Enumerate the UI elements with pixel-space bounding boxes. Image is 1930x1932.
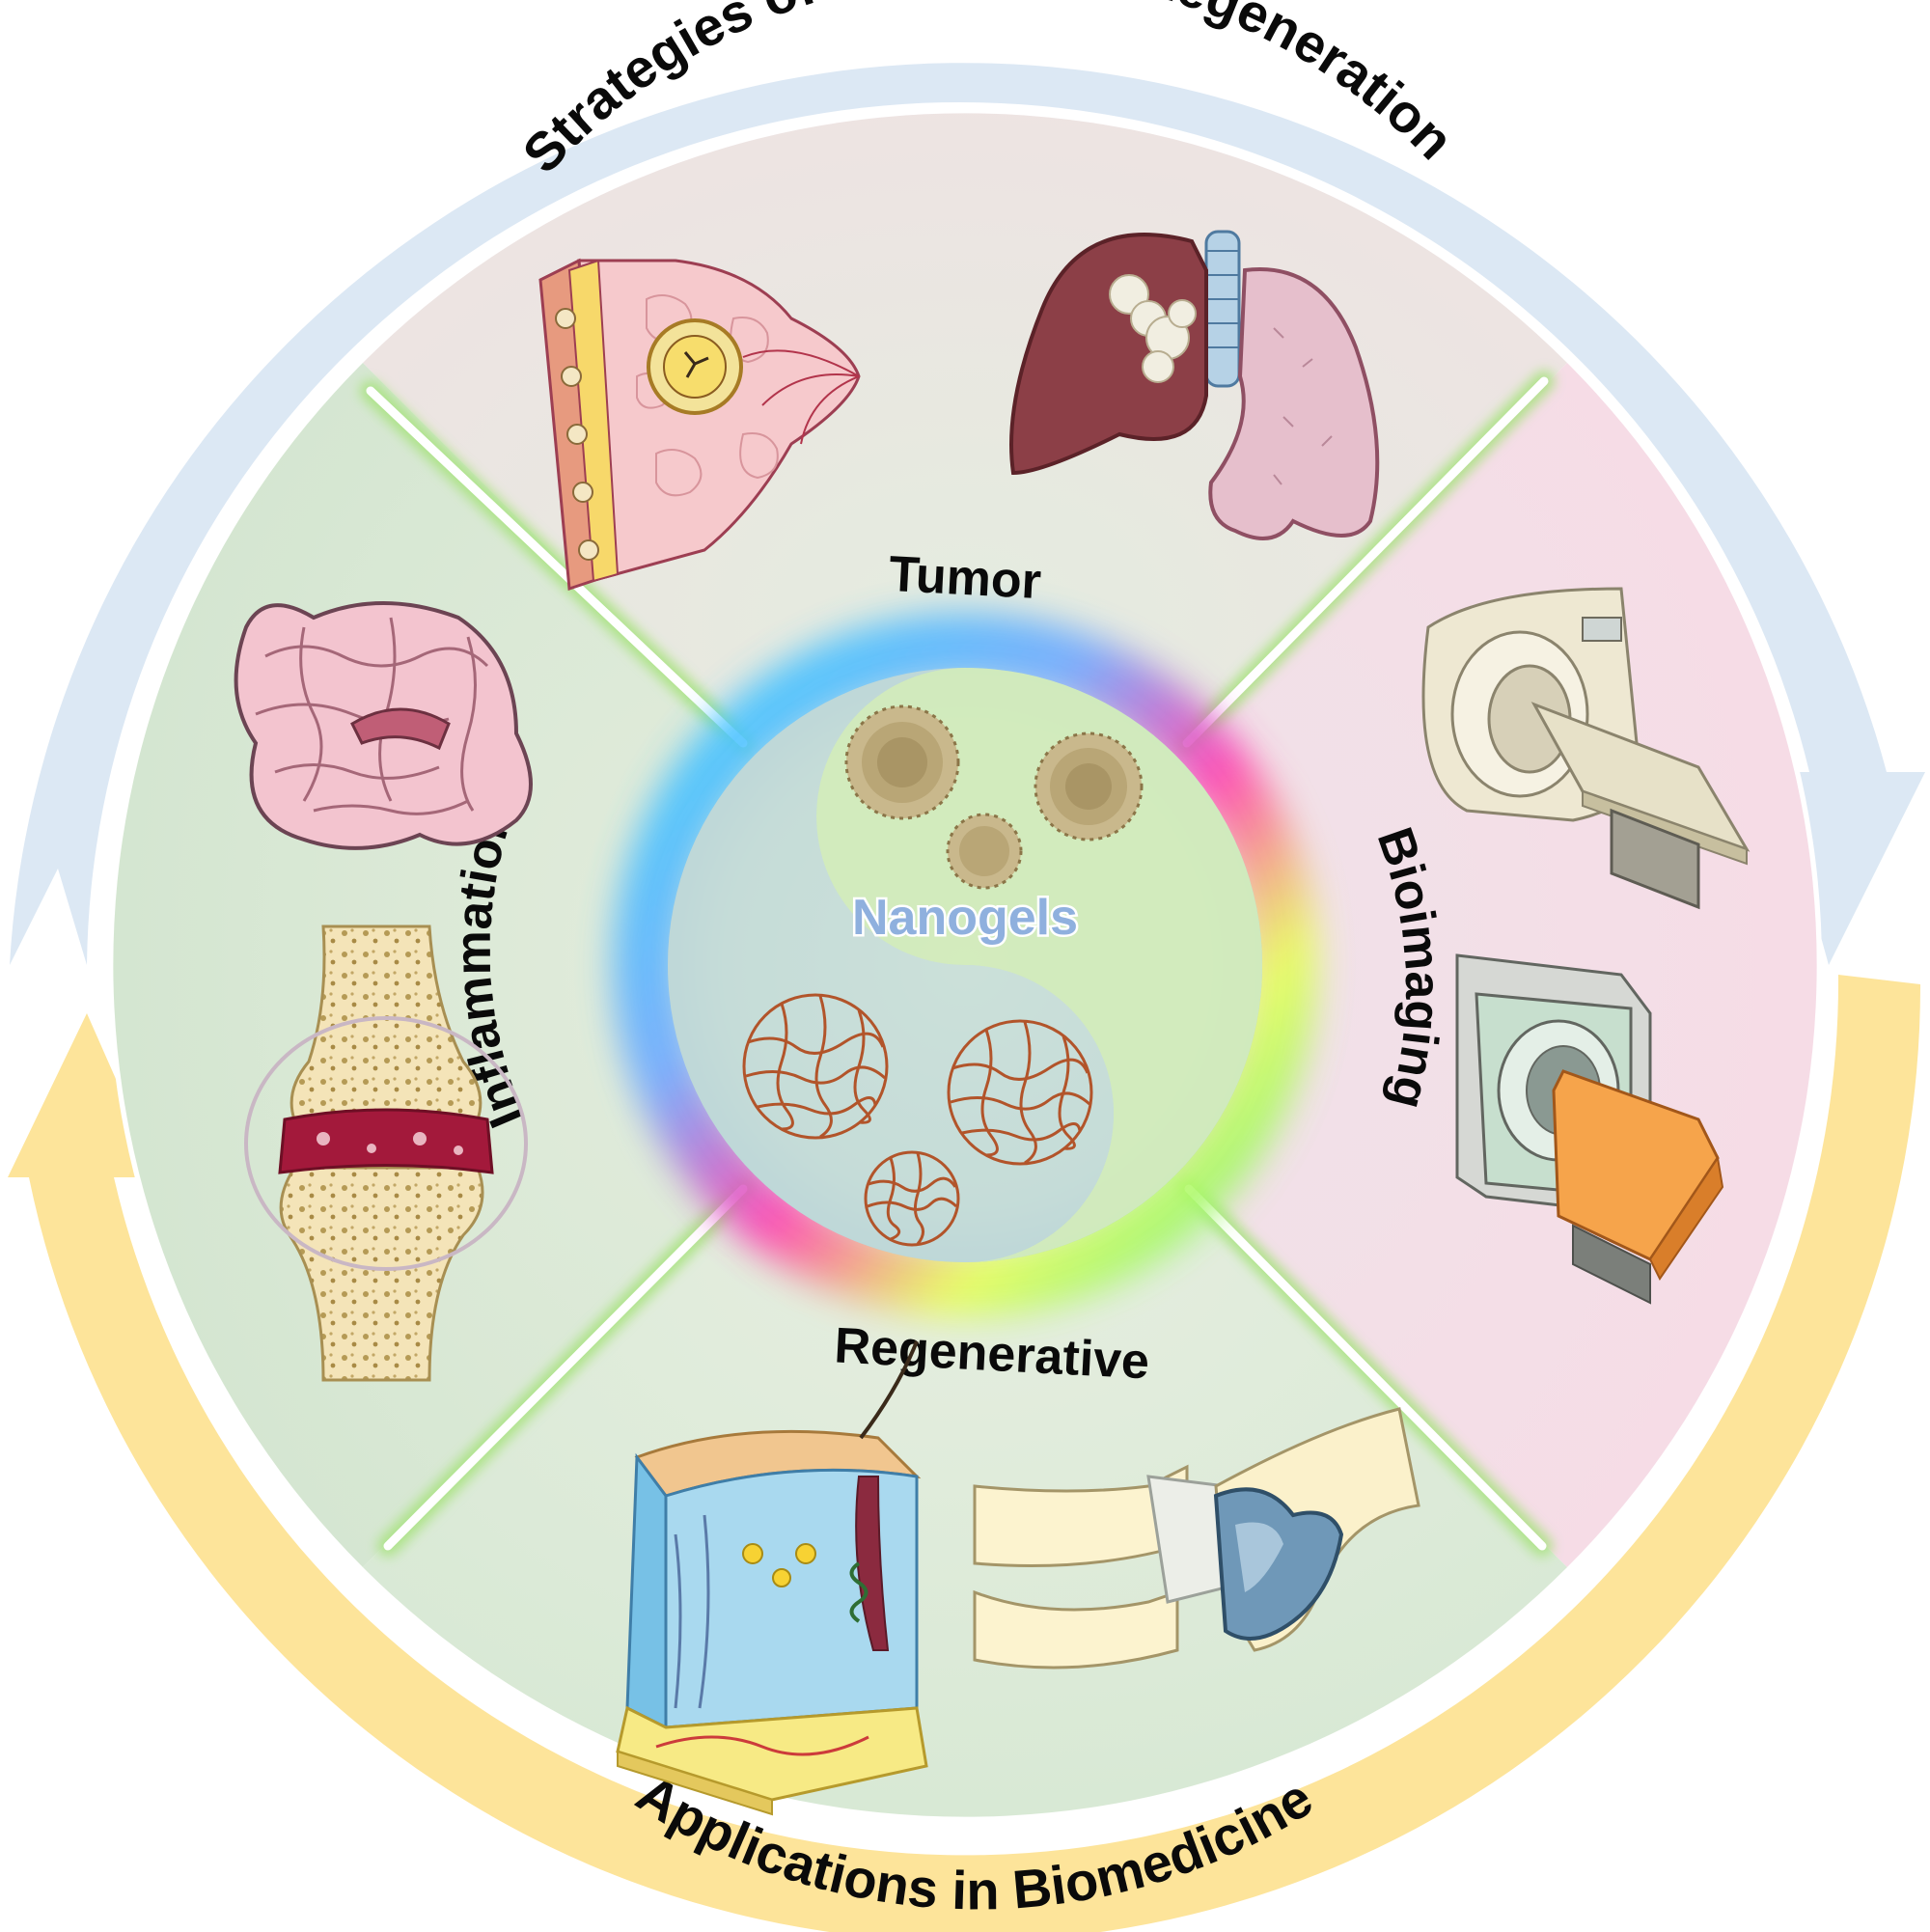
center-nanogels: Nanogels xyxy=(613,613,1317,1317)
skin-tissue-icon xyxy=(616,1340,928,1816)
divider-top-right xyxy=(1182,376,1549,748)
arthritic-joint-icon xyxy=(244,925,528,1382)
label-tumor: Tumor xyxy=(888,546,1043,610)
fibrous-nanogel-icon xyxy=(844,704,1144,890)
divider-bottom-right xyxy=(1184,1184,1547,1551)
ct-scanner-icon xyxy=(1455,953,1724,1305)
lung-tumor-icon xyxy=(1009,230,1380,540)
mri-scanner-icon xyxy=(1421,587,1751,910)
knee-joint-icon xyxy=(973,1407,1420,1670)
breast-tumor-icon xyxy=(538,258,861,592)
center-label: Nanogels xyxy=(852,890,1078,946)
divider-bottom-left xyxy=(383,1184,748,1551)
network-nanogel-icon xyxy=(742,993,1093,1247)
dividers xyxy=(360,371,1555,1557)
divider-top-left xyxy=(366,386,748,748)
yin-yang-swirl xyxy=(816,668,1262,1262)
intestine-icon xyxy=(234,601,533,850)
